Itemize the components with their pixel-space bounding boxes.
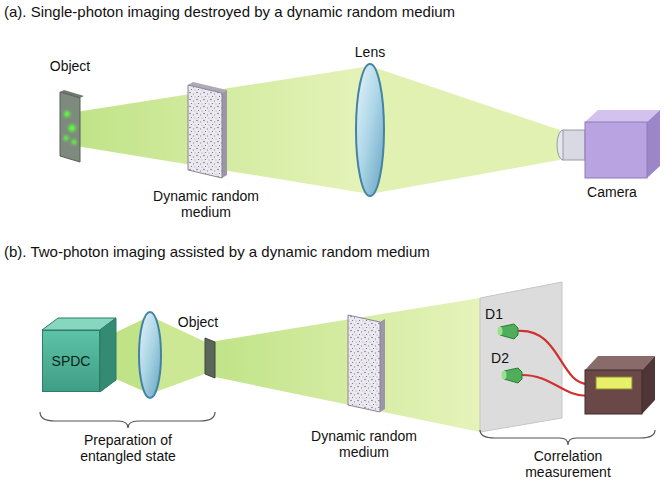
detection-plane — [480, 282, 562, 432]
light-beam — [210, 298, 480, 432]
light-beam — [76, 66, 370, 194]
part-label: Object — [35, 58, 105, 74]
detector-label: D1 — [479, 306, 509, 322]
camera-body-top — [585, 110, 660, 122]
object-plate — [60, 92, 80, 162]
crystal-cube: SPDC — [42, 330, 100, 392]
camera-body-side — [647, 110, 660, 178]
node-text: SPDC — [52, 353, 91, 369]
group-label: Correlation measurement — [513, 448, 623, 480]
random-medium — [188, 85, 222, 178]
detector-label: D2 — [485, 350, 515, 366]
object-plate — [205, 338, 215, 378]
group-brace — [480, 430, 655, 445]
medium-plate-edge — [222, 90, 227, 178]
detector — [498, 327, 503, 336]
lens — [139, 312, 161, 398]
lens — [356, 64, 384, 196]
medium-plate-edge — [380, 319, 385, 412]
correlator-box — [585, 370, 642, 414]
detector — [502, 371, 507, 380]
random-medium — [348, 315, 380, 412]
part-label: Camera — [572, 184, 652, 200]
part-label: Dynamic random medium — [309, 428, 419, 460]
part-label: Object — [168, 314, 228, 330]
spdc-cube-side — [100, 318, 116, 392]
fiber-cable — [522, 375, 588, 396]
group-brace — [40, 412, 215, 428]
light-beam — [370, 66, 560, 194]
panel-heading: (b). Two-photon imaging assisted by a dy… — [4, 244, 430, 260]
detector — [500, 324, 518, 339]
group-label: Preparation of entangled state — [68, 432, 188, 464]
panel-heading: (a). Single-photon imaging destroyed by … — [4, 4, 455, 20]
correlator-screen — [596, 377, 632, 389]
object-glow — [64, 111, 77, 145]
camera-body — [585, 122, 647, 178]
detector — [504, 368, 522, 383]
part-label: Dynamic random medium — [151, 188, 261, 220]
camera-lens — [563, 130, 585, 160]
part-label: Lens — [340, 44, 400, 60]
correlator-side — [642, 356, 655, 414]
